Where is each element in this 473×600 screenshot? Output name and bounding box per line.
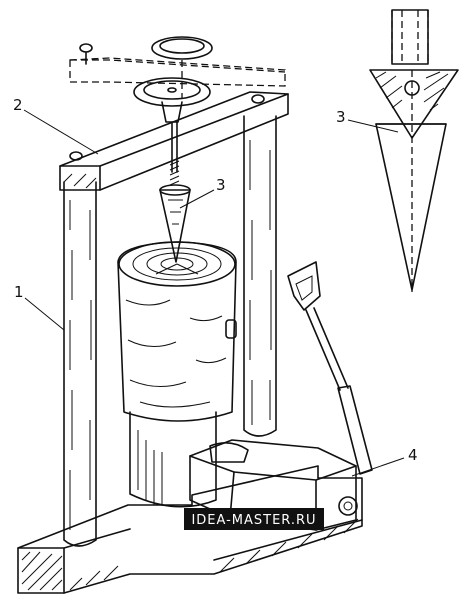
handwheel [133,77,211,123]
wedge-detail-view [369,9,459,292]
right-guide-column [243,115,277,437]
motor-housing [189,439,358,531]
crossbar [59,91,289,191]
base-plate [17,465,363,594]
callout-1: 1 [14,283,24,301]
callout-4: 4 [408,446,418,464]
hydraulic-cylinder [129,411,217,508]
threaded-screw [169,121,180,186]
leader-lines [23,109,405,477]
crossbar-raised-position [69,36,286,98]
callout-2: 2 [13,96,23,114]
callout-3-detail: 3 [336,108,346,126]
left-guide-column [63,181,97,547]
log [117,241,237,422]
cone-wedge [159,184,191,263]
watermark-text: IDEA-MASTER.RU [191,513,316,528]
callout-3-press: 3 [216,176,226,194]
watermark: IDEA-MASTER.RU [184,508,324,530]
pump-lever [287,261,373,475]
